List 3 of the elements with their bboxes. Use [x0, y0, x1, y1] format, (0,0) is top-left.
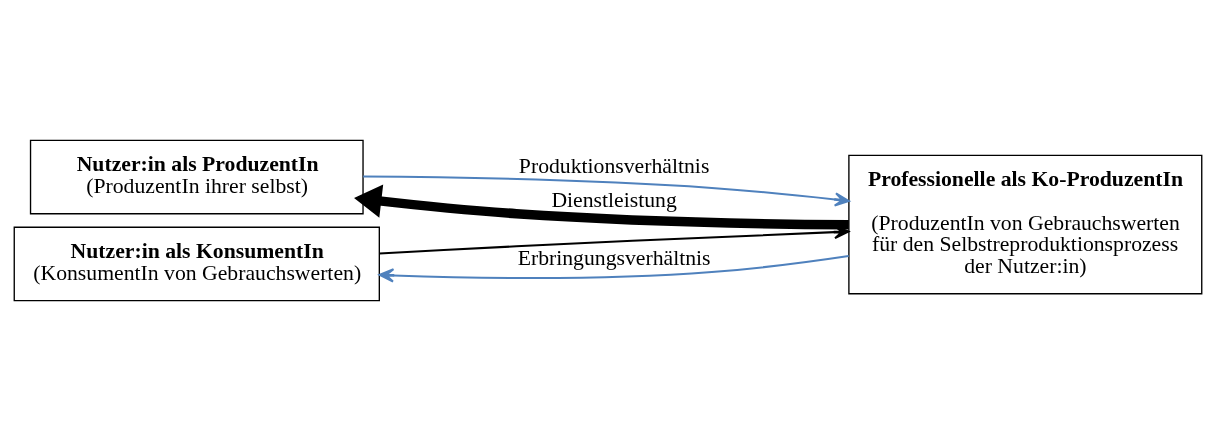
- edge-label: Erbringungsverhältnis: [517, 246, 711, 271]
- edge-label: Dienstleistung: [551, 187, 677, 212]
- edge-label: Produktionsverhältnis: [518, 153, 710, 178]
